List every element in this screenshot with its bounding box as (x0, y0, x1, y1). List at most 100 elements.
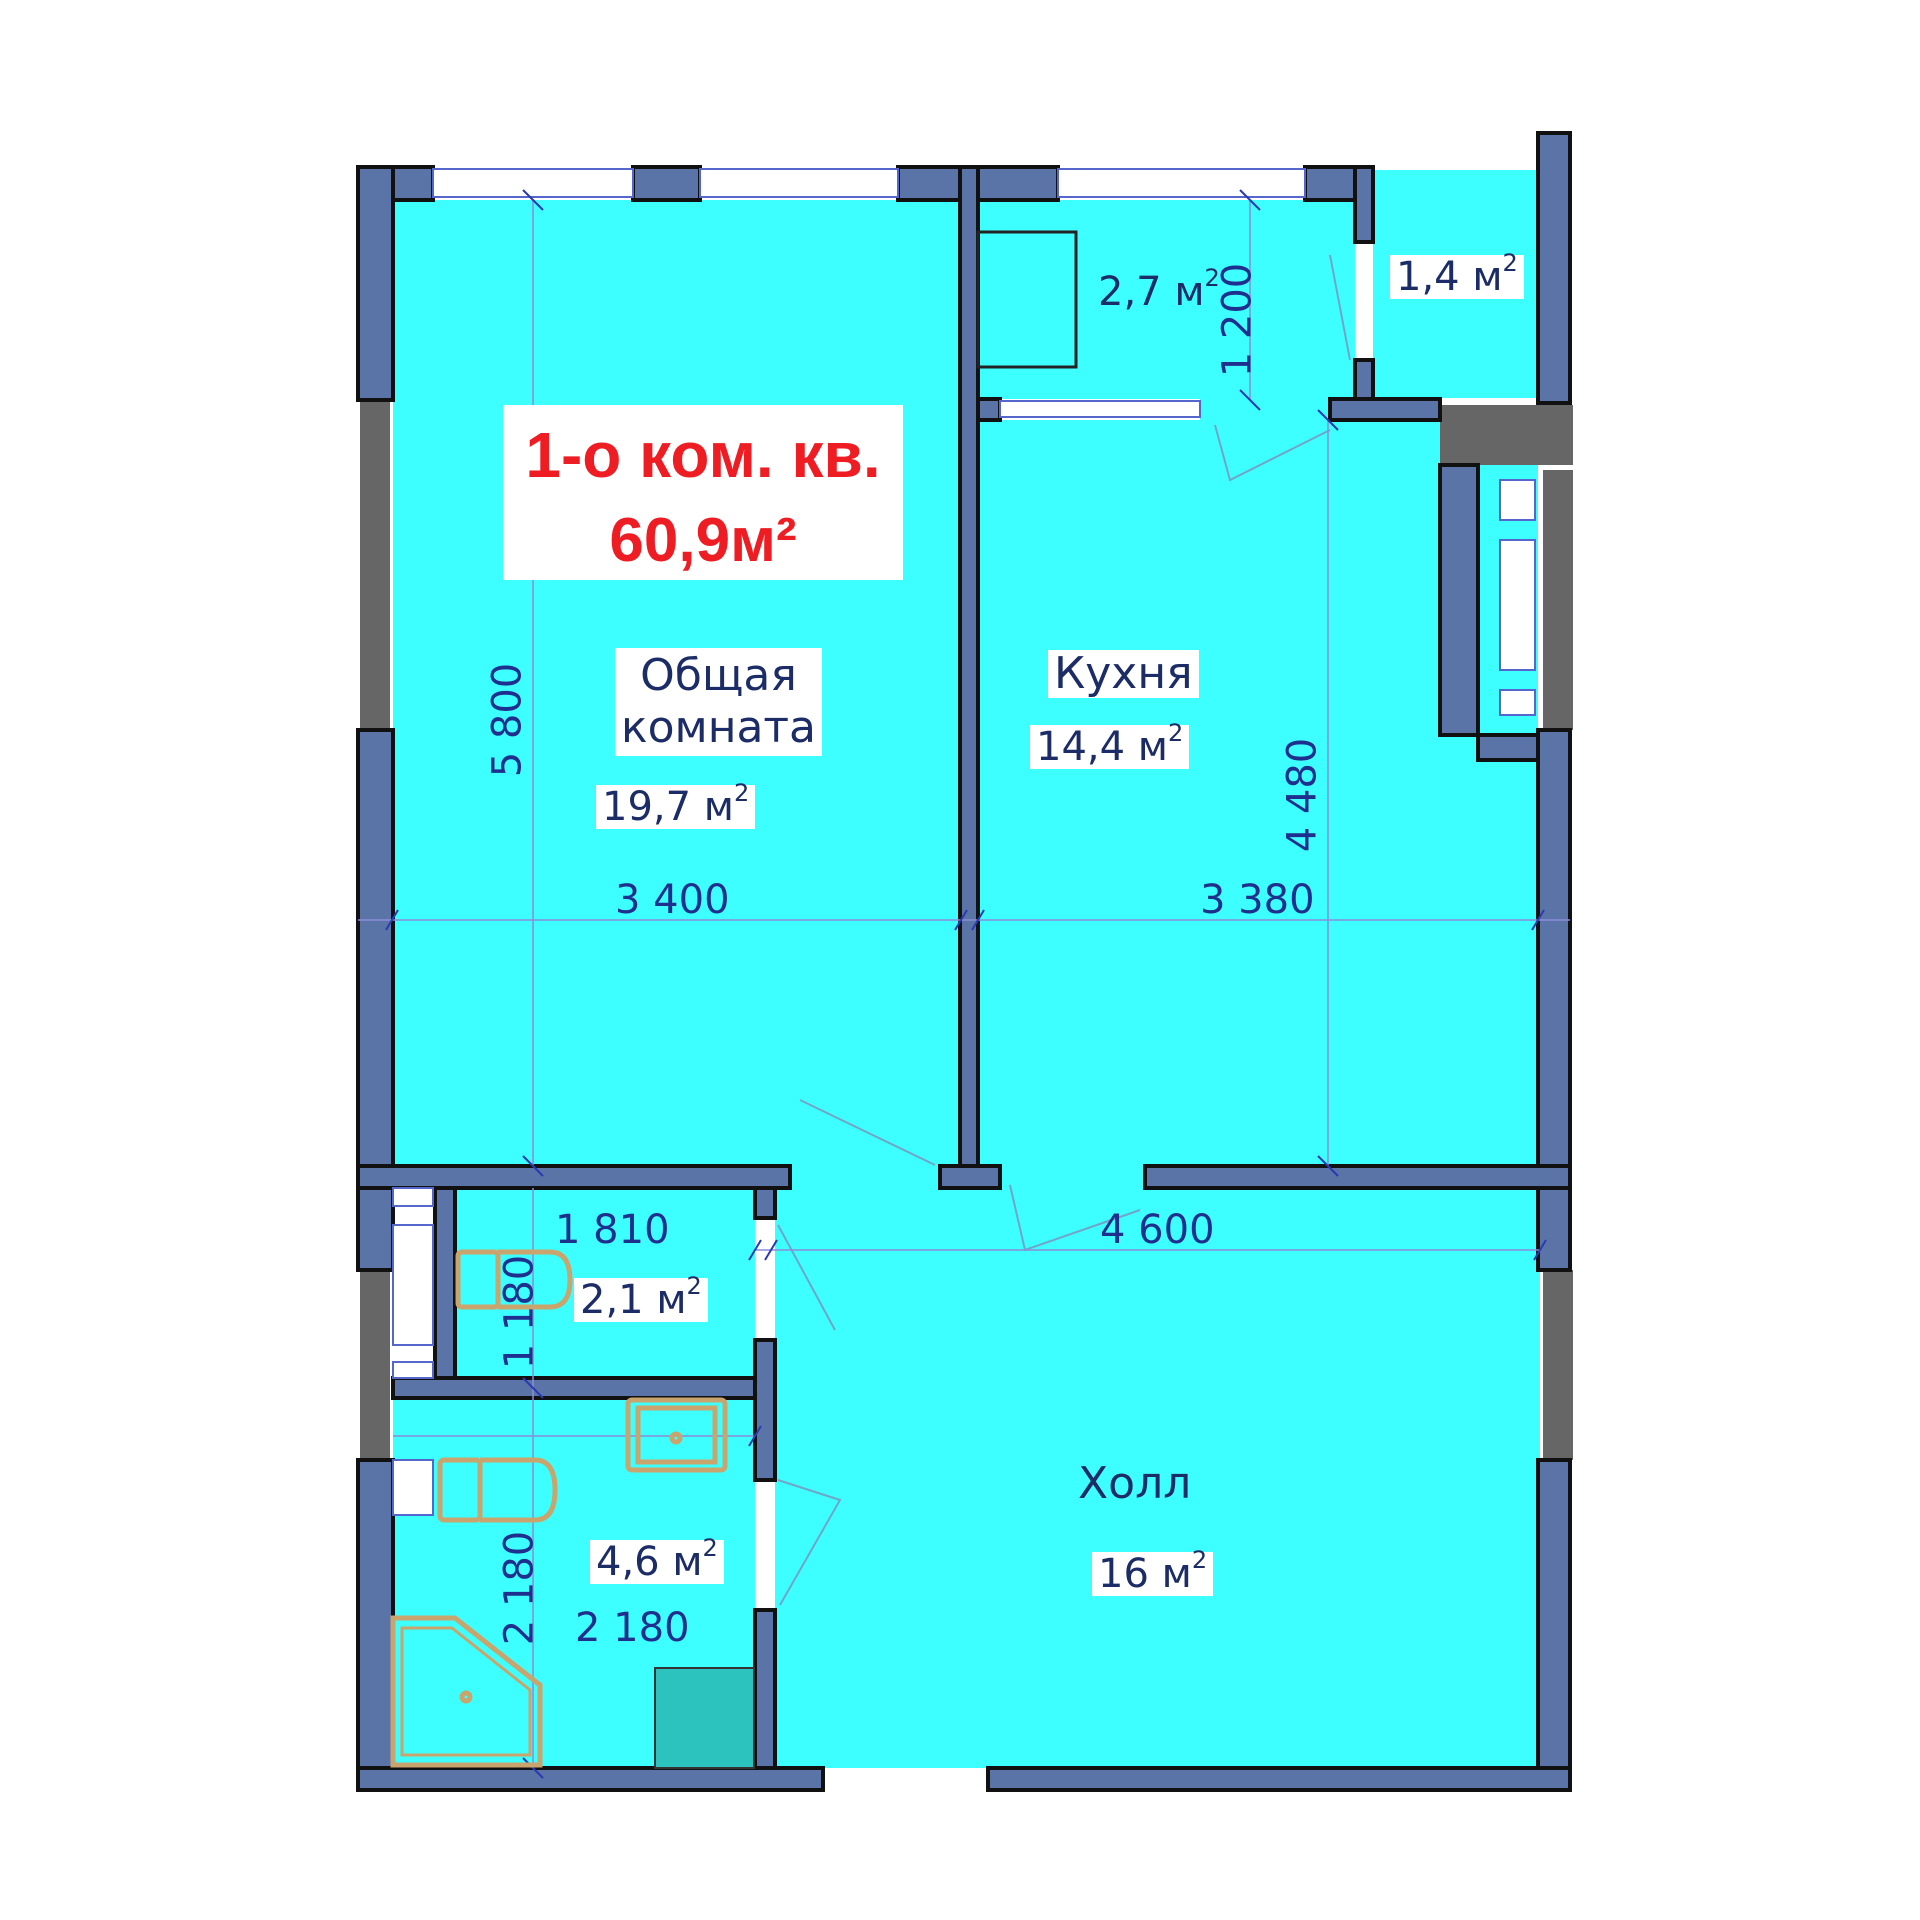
windows (392, 168, 1536, 1516)
dim-living-width: 3 400 (615, 877, 730, 923)
bathroom-fixtures (390, 1397, 728, 1768)
dim-toilet-length: 1 180 (496, 1254, 543, 1370)
dimension-tick (385, 909, 399, 931)
area-value: 1,4 (1396, 254, 1460, 300)
wall (1328, 397, 1442, 422)
living-room-name: Общая комната (615, 648, 823, 756)
area-unit-sup: 2 (702, 1534, 718, 1562)
dim-balcony-length: 1 200 (1214, 262, 1261, 378)
bathroom-area: 4,6 м2 (590, 1536, 724, 1584)
shower-tray (390, 1615, 543, 1768)
kitchen-area: 14,4 м2 (1030, 721, 1190, 770)
window (1057, 168, 1306, 198)
area-unit-sup: 2 (1502, 249, 1518, 277)
wall (986, 1766, 1572, 1792)
wall (356, 1458, 395, 1792)
window (1499, 689, 1536, 716)
hall-floor (775, 1186, 1540, 1768)
facade-panel (360, 1270, 390, 1460)
sink-drain (669, 1431, 683, 1445)
apartment-total-area: 60,9м² (609, 506, 797, 575)
dimension-tick (954, 909, 968, 931)
window (432, 168, 634, 198)
apartment-title-box: 1-о ком. кв. 60,9м² (503, 405, 903, 580)
dimension-tick (748, 1425, 762, 1447)
wall (753, 1338, 777, 1482)
window (392, 1224, 434, 1346)
wall (356, 165, 395, 402)
wall (1353, 165, 1375, 244)
area-unit: м (703, 784, 734, 830)
area-unit-sup: 2 (1167, 719, 1184, 747)
facade-panel (1543, 470, 1573, 730)
window (999, 400, 1201, 418)
area-unit-sup: 2 (1191, 1546, 1208, 1574)
dim-bath-length: 2 180 (496, 1530, 543, 1646)
area-unit-sup: 2 (733, 779, 750, 807)
balcony-b-area: 1,4 м2 (1390, 251, 1524, 300)
dimension-tick (522, 1155, 544, 1177)
dimension-tick (748, 1239, 762, 1261)
area-value: 19,7 (602, 784, 692, 830)
shower-tray-inner (400, 1626, 532, 1757)
window (1499, 539, 1536, 671)
hall-name: Холл (1078, 1458, 1192, 1509)
window (392, 1459, 434, 1516)
doorway-living (790, 1166, 940, 1188)
dimension-tick (1239, 389, 1261, 411)
dim-hall-width: 4 600 (1100, 1207, 1215, 1253)
wall (938, 1164, 1002, 1190)
apartment-type-label: 1-о ком. кв. (525, 419, 881, 491)
dim-toilet-width: 1 810 (555, 1207, 670, 1253)
area-unit: м (1161, 1551, 1192, 1597)
hall-area: 16 м2 (1092, 1548, 1214, 1597)
dimension-ticks (385, 189, 1547, 1779)
dimension-tick (1533, 1239, 1547, 1261)
wall (356, 1164, 792, 1190)
dimension-tick (1317, 1155, 1339, 1177)
door-swing (777, 1224, 836, 1331)
area-value: 2,7 (1098, 269, 1162, 315)
kitchen-name: Кухня (1048, 650, 1199, 698)
window (1499, 479, 1536, 521)
door-swing (1214, 424, 1331, 482)
wall (1476, 733, 1540, 762)
facade-panel (1440, 405, 1573, 465)
area-value: 2,1 (580, 1277, 644, 1323)
wall (753, 1608, 777, 1770)
sink-basin (635, 1405, 718, 1465)
toilet-fixture (455, 1249, 573, 1310)
area-value: 16 (1098, 1551, 1149, 1597)
dimension-tick (522, 189, 544, 211)
toilet-bowl (498, 1249, 573, 1310)
dim-living-length: 5 800 (484, 662, 531, 778)
washing-machine (654, 1667, 755, 1769)
door-swing (1329, 254, 1351, 361)
wall (1536, 131, 1572, 405)
wall (631, 165, 702, 202)
doorway-balcony (1200, 399, 1330, 420)
facade-panel (360, 400, 390, 730)
door-swing (799, 1099, 936, 1166)
walls (356, 131, 1572, 1792)
wall (958, 165, 980, 1189)
area-unit-sup: 2 (686, 1272, 702, 1300)
facade-panel (1543, 1270, 1573, 1460)
living-room-name-line2: комната (621, 702, 817, 753)
area-unit: м (656, 1277, 687, 1323)
facade-panels (360, 400, 1573, 1460)
dimension-tick (971, 909, 985, 931)
wall (1143, 1164, 1572, 1190)
wall (976, 397, 1002, 422)
wall (753, 1186, 777, 1220)
window (392, 1187, 434, 1207)
dim-kitchen-length: 4 480 (1279, 737, 1326, 853)
area-unit: м (1137, 724, 1168, 770)
wall (356, 1766, 825, 1792)
wall (1438, 463, 1480, 737)
area-value: 14,4 (1036, 724, 1126, 770)
toilet-bowl-2 (480, 1457, 558, 1523)
living-room-name-line1: Общая (640, 650, 797, 701)
sink (625, 1397, 728, 1473)
